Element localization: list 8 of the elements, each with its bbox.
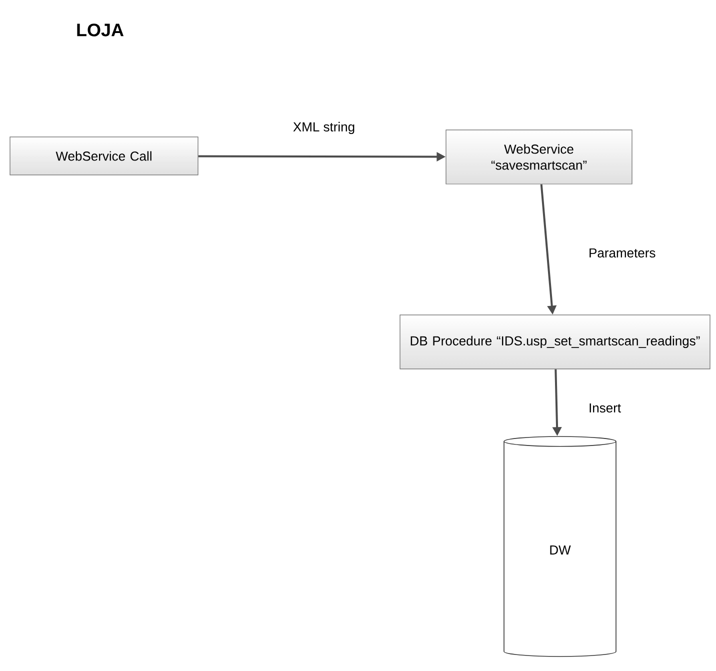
database-cylinder: DW: [504, 436, 616, 657]
process-box: DB Procedure “IDS.usp_set_smartscan_readings”: [400, 314, 710, 370]
edge-label: Insert: [590, 403, 621, 413]
edge-label: Parameters: [590, 248, 656, 258]
edge-label: XML string: [293, 122, 354, 134]
process-box: WebService “savesmartscan”: [446, 130, 632, 184]
process-box: WebService Call: [10, 136, 198, 176]
column-heading: LOJA: [77, 24, 124, 36]
